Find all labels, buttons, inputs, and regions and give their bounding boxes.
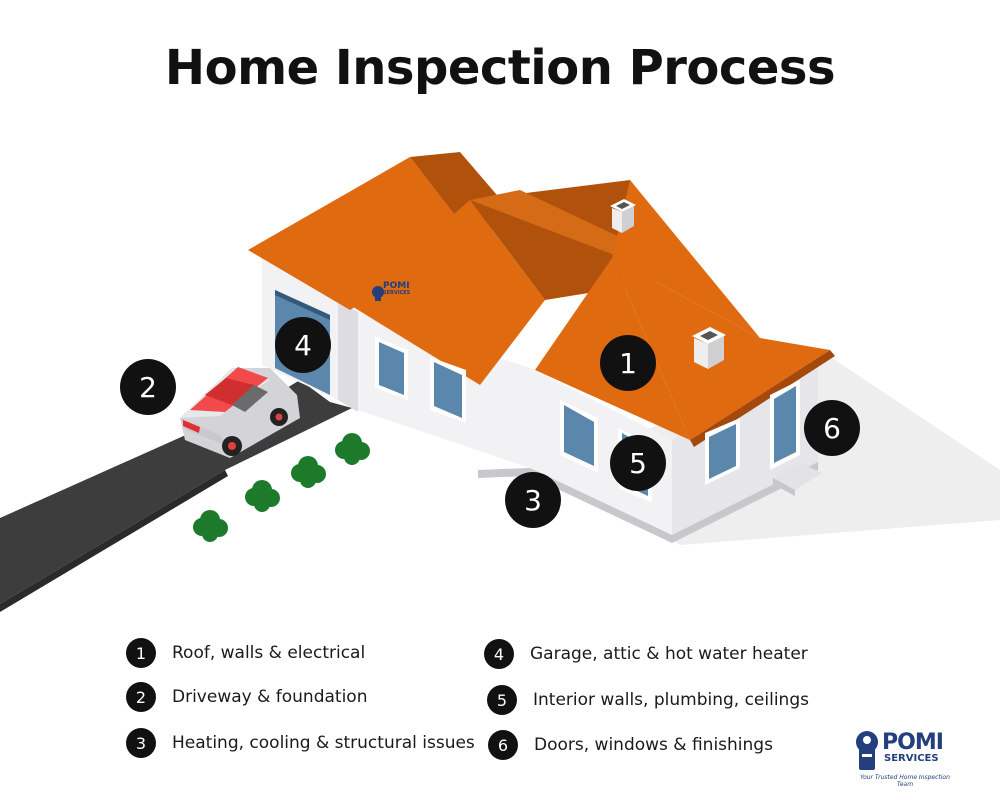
marker-6: 6 — [804, 400, 860, 456]
roof-brand-sub: SERVICES — [383, 290, 411, 296]
marker-5: 5 — [610, 435, 666, 491]
shrub-icon — [335, 433, 370, 465]
foundation-strip — [478, 462, 818, 543]
wing-roof-edge — [690, 350, 835, 447]
garage-side-wall — [338, 300, 358, 412]
pomi-logo-icon — [856, 731, 878, 770]
door — [774, 386, 796, 463]
window-glass — [379, 342, 404, 395]
main-roof-front — [350, 200, 545, 385]
driveway-edge — [0, 470, 228, 612]
window-glass — [434, 362, 462, 418]
wing-roof-top — [612, 180, 760, 338]
pomi-logo-icon — [372, 286, 384, 301]
marker-4-number: 4 — [294, 329, 312, 362]
door-step — [773, 478, 795, 496]
brand-sub: SERVICES — [884, 753, 939, 764]
shrub-icon — [193, 510, 228, 542]
shrub-icon — [245, 480, 280, 512]
door-step — [773, 463, 822, 490]
marker-2: 2 — [120, 359, 176, 415]
roof-brand-badge: POMI SERVICES — [370, 280, 410, 304]
shrub-icon — [291, 456, 326, 488]
marker-1-number: 1 — [619, 347, 637, 380]
window-glass — [564, 405, 594, 466]
car-icon — [180, 367, 300, 458]
garage-roof-front — [248, 157, 470, 310]
roof-brand-name: POMI — [383, 281, 410, 291]
marker-4: 4 — [275, 317, 331, 373]
chimney-icon — [692, 327, 726, 369]
marker-2-number: 2 — [139, 371, 157, 404]
marker-3: 3 — [505, 472, 561, 528]
marker-3-number: 3 — [524, 484, 542, 517]
garage-door-frame — [275, 290, 330, 320]
marker-6-number: 6 — [823, 412, 841, 445]
brand-logo: POMI SERVICES Your Trusted Home Inspecti… — [848, 728, 958, 788]
chimney-icon — [610, 199, 636, 233]
marker-1: 1 — [600, 335, 656, 391]
page-title: Home Inspection Process — [164, 40, 836, 96]
marker-5-number: 5 — [629, 447, 647, 480]
brand-tagline: Your Trusted Home Inspection Team — [860, 774, 950, 788]
window-glass — [709, 424, 736, 479]
brand-name: POMI — [882, 730, 944, 755]
